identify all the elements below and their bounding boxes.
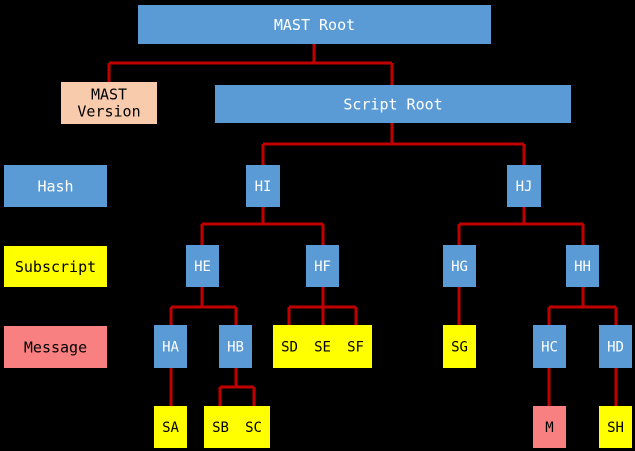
tree-node-mast-root[interactable]: MAST Root xyxy=(138,5,491,44)
tree-node-he[interactable]: HE xyxy=(186,245,219,287)
node-label: MAST Root xyxy=(274,16,355,34)
legend-swatch xyxy=(4,165,107,207)
node-label: SA xyxy=(162,420,179,436)
node-box[interactable] xyxy=(339,325,372,368)
node-box[interactable] xyxy=(154,406,187,448)
legend-label: Hash xyxy=(37,178,73,196)
node-box[interactable] xyxy=(273,325,306,368)
tree-node-sd[interactable]: SD xyxy=(273,325,306,368)
tree-node-ha[interactable]: HA xyxy=(154,325,187,368)
node-label: SH xyxy=(607,420,624,436)
node-box[interactable] xyxy=(599,325,632,368)
node-label: M xyxy=(545,420,553,436)
node-label: HB xyxy=(227,340,244,356)
legend-swatch xyxy=(4,246,107,287)
node-box[interactable] xyxy=(599,406,632,448)
tree-node-sc[interactable]: SC xyxy=(237,406,270,448)
node-box[interactable] xyxy=(533,325,566,368)
node-label: HE xyxy=(194,259,211,275)
tree-node-hb[interactable]: HB xyxy=(219,325,252,368)
node-label: HG xyxy=(451,259,468,275)
tree-node-hf[interactable]: HF xyxy=(306,245,339,287)
tree-node-m[interactable]: M xyxy=(533,406,566,448)
tree-node-sh[interactable]: SH xyxy=(599,406,632,448)
tree-node-hi[interactable]: HI xyxy=(246,165,280,207)
tree-node-sg[interactable]: SG xyxy=(443,325,476,368)
node-box[interactable] xyxy=(306,325,339,368)
node-box[interactable] xyxy=(533,406,566,448)
node-label: HF xyxy=(314,259,331,275)
tree-node-sa[interactable]: SA xyxy=(154,406,187,448)
tree-node-sb[interactable]: SB xyxy=(204,406,237,448)
node-label: SD xyxy=(281,340,298,356)
node-box[interactable] xyxy=(154,325,187,368)
node-label: Script Root xyxy=(343,96,442,114)
node-box[interactable] xyxy=(61,82,157,124)
node-box[interactable] xyxy=(306,245,339,287)
tree-node-script-root[interactable]: Script Root xyxy=(215,85,571,123)
legend-item-hash: Hash xyxy=(4,165,107,207)
node-label: HC xyxy=(541,340,558,356)
node-box[interactable] xyxy=(246,165,280,207)
node-label: HH xyxy=(574,259,591,275)
node-label: SC xyxy=(245,420,262,436)
node-label: HI xyxy=(255,179,272,195)
tree-node-hc[interactable]: HC xyxy=(533,325,566,368)
tree-node-hd[interactable]: HD xyxy=(599,325,632,368)
tree-node-sf[interactable]: SF xyxy=(339,325,372,368)
node-box[interactable] xyxy=(237,406,270,448)
legend-label: Subscript xyxy=(15,258,96,276)
node-label: SG xyxy=(451,340,468,356)
node-box[interactable] xyxy=(219,325,252,368)
tree-node-hj[interactable]: HJ xyxy=(507,165,541,207)
edge-layer xyxy=(107,44,618,406)
node-box[interactable] xyxy=(186,245,219,287)
node-label: SF xyxy=(347,340,364,356)
node-box[interactable] xyxy=(443,325,476,368)
tree-node-hh[interactable]: HH xyxy=(566,245,599,287)
node-box[interactable] xyxy=(566,245,599,287)
legend-swatch xyxy=(4,326,107,368)
node-label: SE xyxy=(314,340,331,356)
node-label: HJ xyxy=(516,179,533,195)
legend-item-subscript: Subscript xyxy=(4,246,107,287)
legend-label: Message xyxy=(24,339,87,357)
tree-node-se[interactable]: SE xyxy=(306,325,339,368)
node-box[interactable] xyxy=(507,165,541,207)
node-box[interactable] xyxy=(443,245,476,287)
node-box[interactable] xyxy=(215,85,571,123)
legend-item-message: Message xyxy=(4,326,107,368)
node-box[interactable] xyxy=(138,5,491,44)
node-label: HA xyxy=(162,340,179,356)
node-label: HD xyxy=(607,340,624,356)
node-label: SB xyxy=(212,420,229,436)
tree-node-hg[interactable]: HG xyxy=(443,245,476,287)
node-box[interactable] xyxy=(204,406,237,448)
